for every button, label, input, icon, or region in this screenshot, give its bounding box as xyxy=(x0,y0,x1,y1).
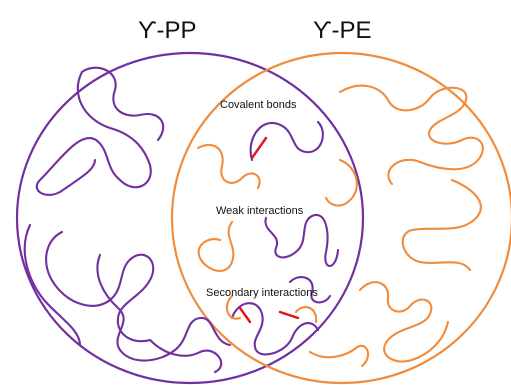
pp-chain-bottom-wave xyxy=(148,338,223,374)
pp-chains xyxy=(23,66,340,374)
pe-chain-left-inner xyxy=(196,143,261,190)
pp-chain-covalent-zone xyxy=(249,120,324,162)
circle-pp xyxy=(15,51,365,385)
bonds xyxy=(238,136,300,324)
label-weak-interactions: Weak interactions xyxy=(216,205,304,217)
pp-chain-top xyxy=(80,66,165,142)
pe-chain-secondary-right xyxy=(294,306,318,324)
secondary-bond-left xyxy=(238,306,252,324)
pp-chain-center xyxy=(96,253,232,362)
pe-chain-right-side xyxy=(401,178,482,272)
pp-chain-middle-left xyxy=(45,230,155,343)
circle-pe xyxy=(170,51,511,385)
pe-chain-middle-right xyxy=(358,281,450,363)
title-pe: ϒ-PE xyxy=(313,17,372,44)
pp-chain-secondary-zone xyxy=(230,302,320,356)
title-pp: ϒ-PP xyxy=(138,17,197,44)
covalent-bond xyxy=(250,136,268,160)
pp-chain-upper-left xyxy=(35,70,152,196)
pe-chains xyxy=(196,84,484,368)
label-covalent-bonds: Covalent bonds xyxy=(220,99,297,111)
pp-chain-lower-left xyxy=(23,223,82,347)
pe-chain-upper-right xyxy=(338,84,484,186)
pp-chain-secondary-top xyxy=(288,276,332,304)
pp-chain-weak-zone xyxy=(264,213,340,268)
label-secondary-interactions: Secondary interactions xyxy=(206,287,318,299)
pe-chain-weak-left xyxy=(197,220,235,272)
pe-chain-bottom xyxy=(308,344,370,368)
secondary-bond-right xyxy=(278,310,300,320)
pe-chain-center-right xyxy=(324,158,358,207)
pe-chain-secondary-left xyxy=(225,294,242,320)
